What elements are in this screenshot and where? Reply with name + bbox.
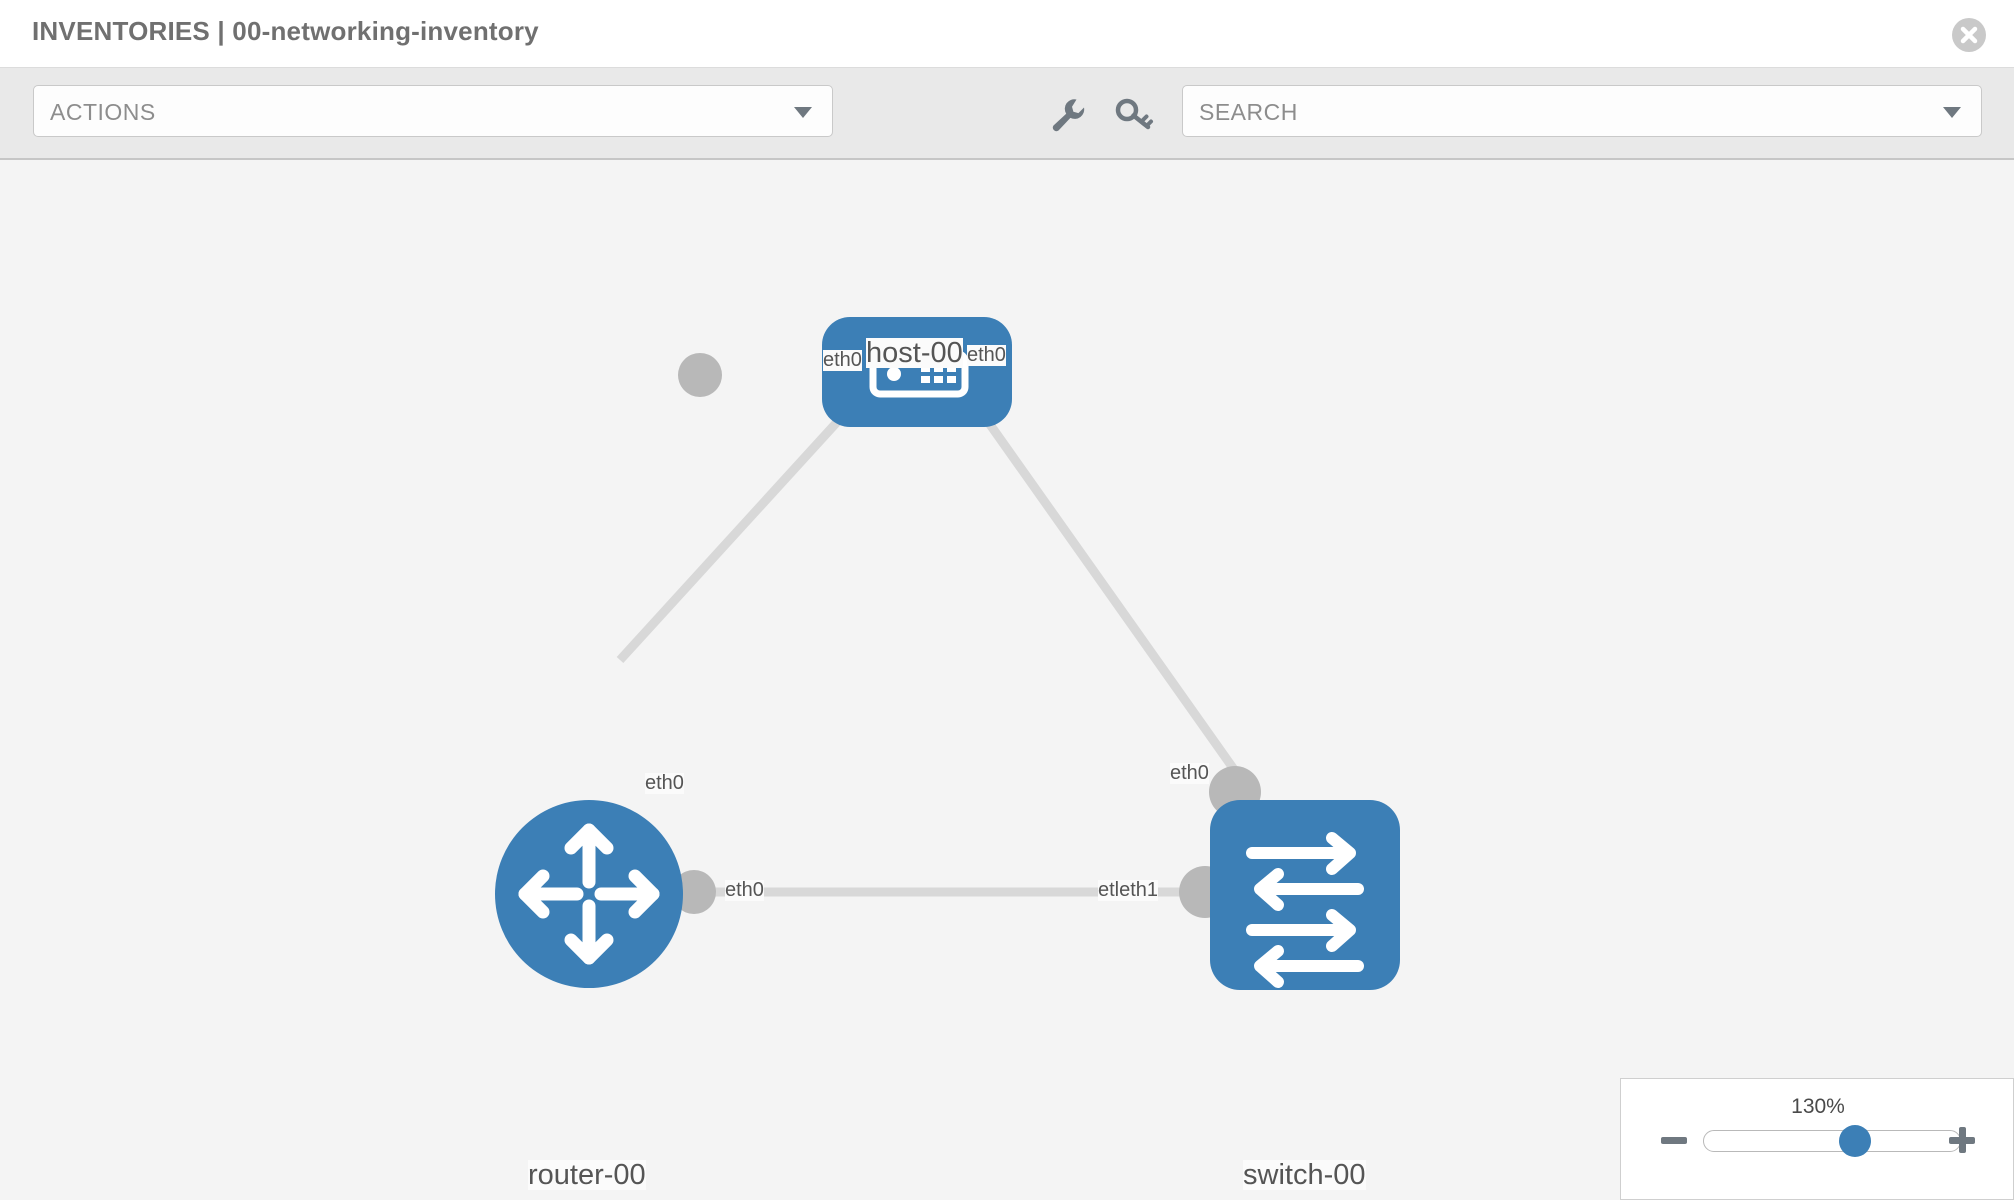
chevron-down-icon: [1943, 107, 1961, 118]
page-header: INVENTORIES | 00-networking-inventory: [0, 0, 2014, 68]
chevron-down-icon: [794, 107, 812, 118]
topology-canvas[interactable]: eth0 host-00 eth0 eth0 eth0 eth0 etleth1…: [0, 160, 2014, 1200]
close-icon[interactable]: [1952, 18, 1986, 52]
router-arrows-icon: [518, 823, 660, 965]
topology-links: [616, 371, 1250, 897]
interface-label-router00-up: eth0: [645, 772, 684, 794]
link-host00-switch00[interactable]: [951, 372, 1249, 788]
actions-dropdown[interactable]: ACTIONS: [33, 85, 833, 137]
search-placeholder: SEARCH: [1199, 99, 1298, 125]
host-00-body[interactable]: [822, 317, 1012, 427]
interface-label-switch00-eth1: etleth1: [1098, 879, 1159, 901]
wrench-icon[interactable]: [1046, 94, 1088, 136]
interface-label-router00-eth0: eth0: [725, 879, 764, 901]
topology-ports: [672, 353, 1261, 918]
node-label-host-00: host-00: [866, 337, 963, 369]
port-router00-eth0[interactable]: [672, 870, 716, 914]
zoom-percent-label: 130%: [1791, 1095, 1845, 1118]
zoom-control[interactable]: 130%: [1620, 1078, 2014, 1200]
node-router-00[interactable]: [495, 800, 683, 988]
node-label-router-00: router-00: [528, 1159, 646, 1191]
zoom-slider-thumb[interactable]: [1839, 1125, 1871, 1157]
node-switch-00[interactable]: [1210, 800, 1400, 990]
zoom-in-button[interactable]: [1947, 1125, 1977, 1155]
page-title: INVENTORIES | 00-networking-inventory: [32, 16, 539, 46]
node-label-switch-00: switch-00: [1243, 1159, 1366, 1191]
key-icon[interactable]: [1113, 94, 1155, 136]
switch-arrows-icon: [1246, 832, 1364, 988]
interface-label-host00-right: eth0: [967, 344, 1006, 366]
interface-label-switch00-up: eth0: [1170, 762, 1209, 784]
zoom-slider-track[interactable]: [1703, 1130, 1961, 1152]
router-00-body[interactable]: [495, 800, 683, 988]
zoom-out-button[interactable]: [1659, 1125, 1689, 1155]
topology-graph[interactable]: [0, 160, 2014, 1200]
node-host-00[interactable]: [822, 317, 1012, 427]
search-input[interactable]: SEARCH: [1182, 85, 1982, 137]
actions-dropdown-label: ACTIONS: [50, 99, 156, 125]
port-host00-left[interactable]: [678, 353, 722, 397]
interface-label-host00-left: eth0: [823, 349, 862, 371]
